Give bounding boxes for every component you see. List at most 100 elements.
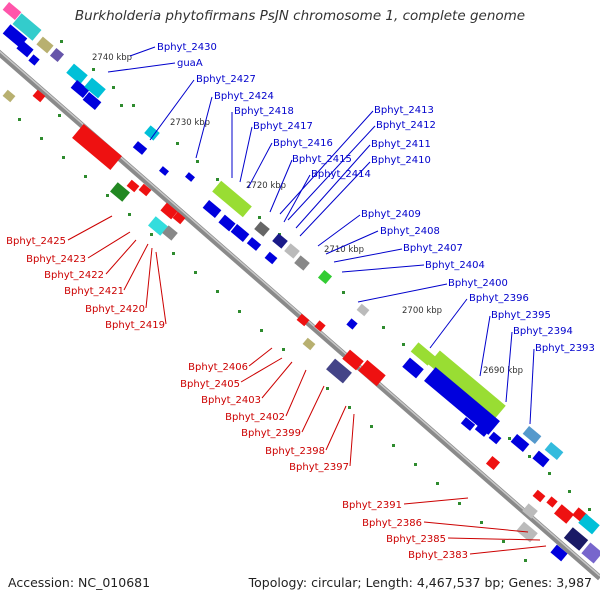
gene-label[interactable]: Bphyt_2416 [273,138,333,149]
gene-block [16,40,34,58]
gene-block [522,426,542,444]
gene-block [264,251,278,265]
gene-label[interactable]: Bphyt_2411 [371,139,431,150]
gene-label[interactable]: Bphyt_2385 [386,534,446,545]
gene-label[interactable]: Bphyt_2430 [157,42,217,53]
reverse-leaders [67,215,547,555]
gene-block [254,221,270,237]
gene-label[interactable]: Bphyt_2406 [188,362,248,373]
gene-block [296,313,310,327]
gene-block [66,63,88,85]
gene-block [522,503,538,519]
gene-block [356,303,370,317]
reverse-label-group: Bphyt_2425 Bphyt_2423 Bphyt_2422 Bphyt_2… [6,236,468,561]
gene-label[interactable]: Bphyt_2398 [265,446,325,457]
gene-block [358,359,386,387]
gene-block [159,166,169,176]
gene-label[interactable]: Bphyt_2405 [180,379,240,390]
gene-label[interactable]: Bphyt_2417 [253,121,313,132]
gene-block [36,36,54,54]
gene-block [410,342,436,366]
gene-label[interactable]: Bphyt_2424 [214,91,274,102]
gene-label[interactable]: Bphyt_2400 [448,278,508,289]
gene-block [230,224,250,242]
gene-block [110,182,130,202]
gene-block [342,349,364,371]
gene-block [70,80,90,98]
gene-block [202,200,222,218]
gene-block [246,237,262,251]
genome-summary: Topology: circular; Length: 4,467,537 bp… [248,575,592,590]
gene-label[interactable]: Bphyt_2420 [85,304,145,315]
gene-block [314,320,326,332]
gene-label[interactable]: Bphyt_2394 [513,326,573,337]
gene-label[interactable]: Bphyt_2407 [403,243,463,254]
gene-block [12,13,42,41]
accession-label: Accession: NC_010681 [8,575,151,590]
forward-label-group: Bphyt_2430 guaA Bphyt_2427 Bphyt_2424 Bp… [157,42,595,354]
forward-leaders [107,46,535,425]
gene-block [212,180,252,218]
gene-label[interactable]: Bphyt_2414 [311,169,371,180]
scale-label-2720: 2720 kbp [246,181,286,191]
gene-label[interactable]: Bphyt_2413 [374,105,434,116]
gene-block [185,172,195,182]
gene-label[interactable]: Bphyt_2396 [469,293,529,304]
gene-block [72,124,122,170]
gene-block [218,214,236,232]
gene-block [302,337,316,351]
gene-label[interactable]: Bphyt_2393 [535,343,595,354]
gene-label[interactable]: Bphyt_2403 [201,395,261,406]
gene-block [544,442,564,460]
gene-block [284,243,300,259]
gene-block [424,367,500,435]
gene-block [144,125,160,141]
gene-block [460,417,476,431]
gene-label[interactable]: Bphyt_2422 [44,270,104,281]
gene-label[interactable]: Bphyt_2404 [425,260,485,271]
gene-block [317,269,333,285]
gene-label[interactable]: guaA [177,58,203,69]
gene-label[interactable]: Bphyt_2412 [376,120,436,131]
map-title: Burkholderia phytofirmans PsJN chromosom… [74,8,526,24]
scale-label-2690: 2690 kbp [483,366,523,376]
gene-label[interactable]: Bphyt_2419 [105,320,165,331]
gene-label[interactable]: Bphyt_2425 [6,236,66,247]
gene-label[interactable]: Bphyt_2409 [361,209,421,220]
gene-block [162,225,178,241]
gene-block [563,527,589,551]
gene-block [148,216,168,236]
gene-block [49,47,65,63]
gene-block [126,179,140,193]
gene-label[interactable]: Bphyt_2397 [289,462,349,473]
gene-block [474,423,490,437]
gene-block [2,89,16,103]
gene-label[interactable]: Bphyt_2415 [292,154,352,165]
gene-block [488,431,502,445]
gene-label[interactable]: Bphyt_2383 [408,550,468,561]
gene-block [272,233,288,249]
gene-label[interactable]: Bphyt_2386 [362,518,422,529]
gene-label[interactable]: Bphyt_2421 [64,286,124,297]
gene-label[interactable]: Bphyt_2410 [371,155,431,166]
scale-label-2700: 2700 kbp [402,306,442,316]
gene-block [346,318,358,330]
gene-label[interactable]: Bphyt_2408 [380,226,440,237]
gene-block [546,496,558,508]
scale-label-2710: 2710 kbp [324,245,364,255]
gene-block [554,504,574,524]
gene-block [532,450,550,468]
gene-block [2,2,22,20]
gene-block [532,489,546,503]
gene-block [160,202,178,220]
gene-block [326,358,352,384]
gene-label[interactable]: Bphyt_2402 [225,412,285,423]
gene-label[interactable]: Bphyt_2391 [342,500,402,511]
gene-label[interactable]: Bphyt_2423 [26,254,86,265]
gene-label[interactable]: Bphyt_2418 [234,106,294,117]
gene-label[interactable]: Bphyt_2395 [491,310,551,321]
gene-block [402,357,424,379]
gene-label[interactable]: Bphyt_2399 [241,428,301,439]
gene-label[interactable]: Bphyt_2427 [196,74,256,85]
